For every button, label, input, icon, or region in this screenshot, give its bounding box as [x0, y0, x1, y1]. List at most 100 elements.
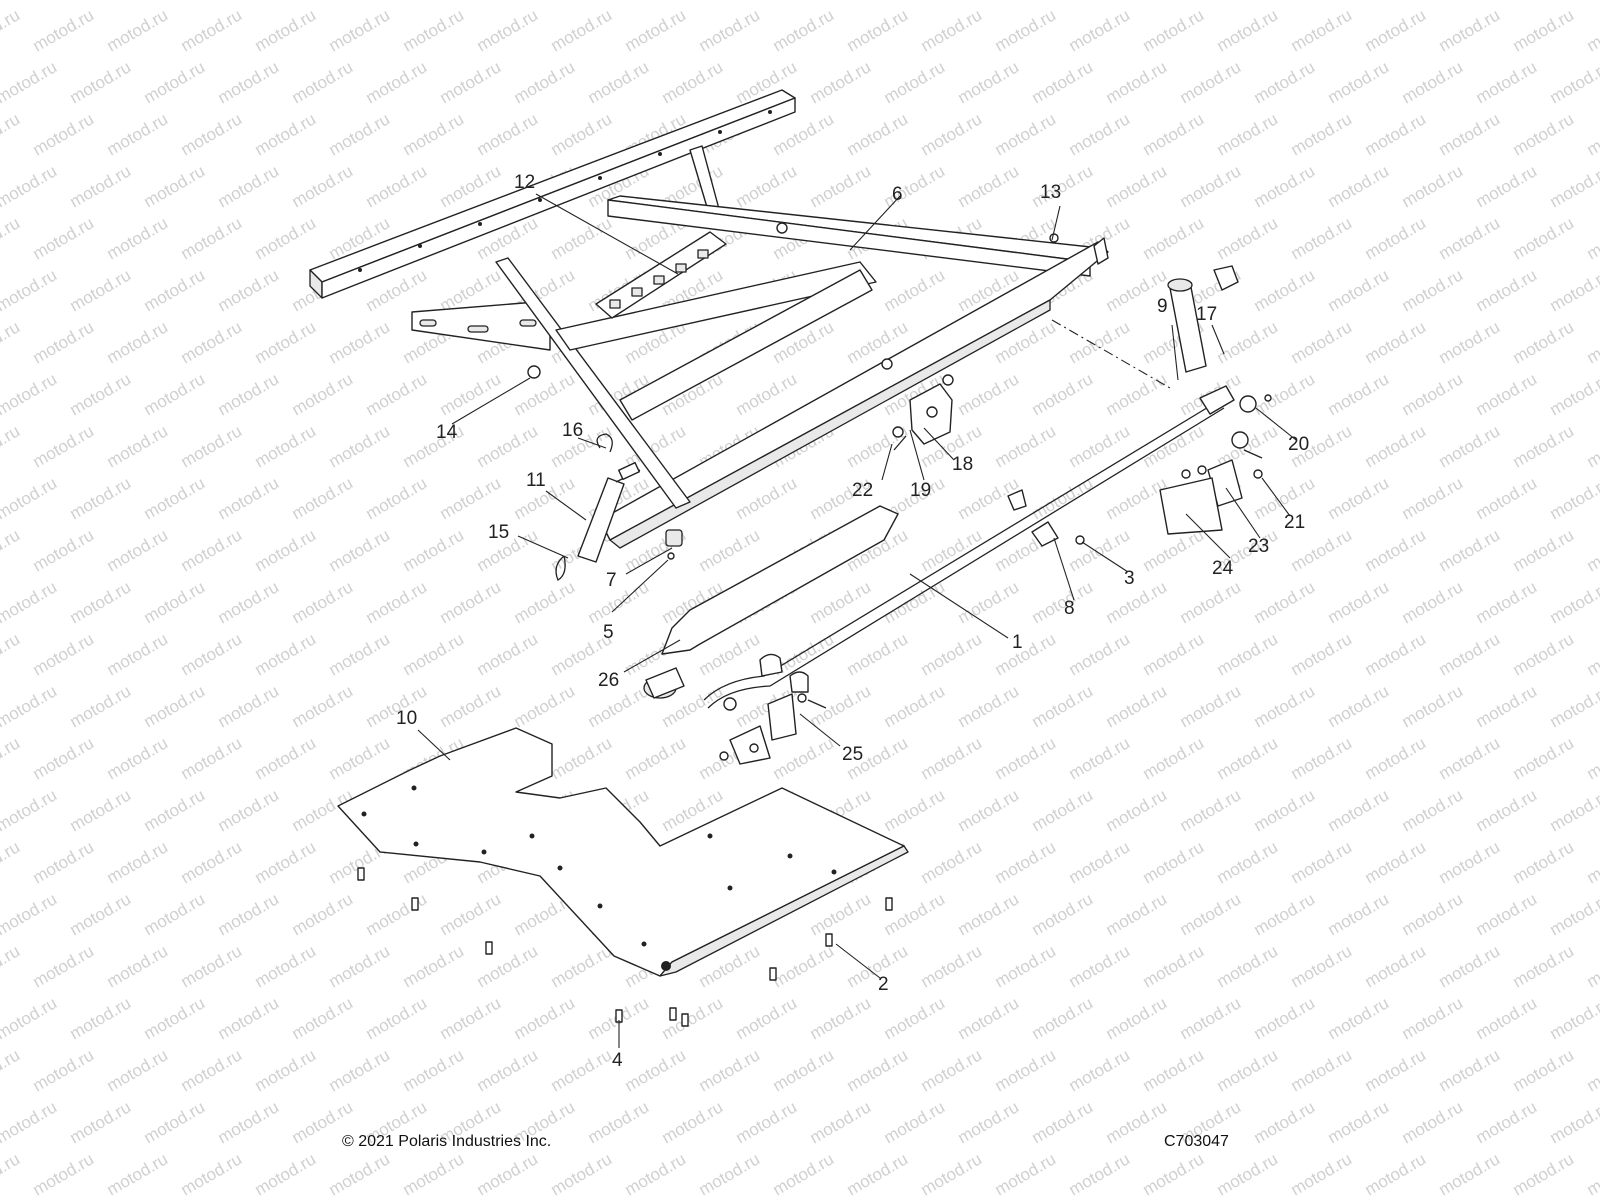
- watermark-text: motod.ru: [141, 993, 209, 1043]
- watermark-text: motod.ru: [1103, 1097, 1171, 1147]
- watermark-text: motod.ru: [104, 837, 172, 887]
- watermark-text: motod.ru: [1362, 1045, 1430, 1095]
- watermark-text: motod.ru: [474, 109, 542, 159]
- watermark-text: motod.ru: [178, 317, 246, 367]
- watermark-text: motod.ru: [1362, 1149, 1430, 1199]
- watermark-text: motod.ru: [1140, 733, 1208, 783]
- watermark-text: motod.ru: [548, 213, 616, 263]
- watermark-text: motod.ru: [400, 629, 468, 679]
- copyright-notice: © 2021 Polaris Industries Inc.: [342, 1133, 552, 1150]
- callout-5: 5: [603, 622, 614, 643]
- callout-1: 1: [1012, 632, 1023, 653]
- watermark-text: motod.ru: [548, 5, 616, 55]
- watermark-text: motod.ru: [326, 629, 394, 679]
- watermark-text: motod.ru: [0, 109, 23, 159]
- watermark-text: motod.ru: [1251, 0, 1319, 3]
- watermark-text: motod.ru: [844, 5, 912, 55]
- watermark-text: motod.ru: [104, 525, 172, 575]
- watermark-text: motod.ru: [1510, 1045, 1578, 1095]
- watermark-text: motod.ru: [1103, 681, 1171, 731]
- watermark-text: motod.ru: [363, 473, 431, 523]
- watermark-text: motod.ru: [1436, 1045, 1504, 1095]
- watermark-text: motod.ru: [141, 889, 209, 939]
- watermark-text: motod.ru: [1399, 265, 1467, 315]
- watermark-text: motod.ru: [770, 5, 838, 55]
- watermark-text: motod.ru: [400, 525, 468, 575]
- watermark-text: motod.ru: [215, 57, 283, 107]
- watermark-text: motod.ru: [30, 629, 98, 679]
- watermark-text: motod.ru: [955, 1097, 1023, 1147]
- callout-20: 20: [1288, 434, 1309, 455]
- watermark-text: motod.ru: [326, 109, 394, 159]
- watermark-text: motod.ru: [955, 0, 1023, 3]
- watermark-text: motod.ru: [1547, 369, 1600, 419]
- watermark-text: motod.ru: [1399, 681, 1467, 731]
- watermark-text: motod.ru: [1029, 681, 1097, 731]
- watermark-text: motod.ru: [289, 161, 357, 211]
- watermark-text: motod.ru: [1584, 629, 1600, 679]
- watermark-text: motod.ru: [733, 369, 801, 419]
- watermark-text: motod.ru: [252, 421, 320, 471]
- watermark-text: motod.ru: [1584, 941, 1600, 991]
- watermark-text: motod.ru: [1436, 1149, 1504, 1199]
- watermark-text: motod.ru: [1140, 109, 1208, 159]
- watermark-text: motod.ru: [1473, 57, 1541, 107]
- watermark-text: motod.ru: [141, 473, 209, 523]
- watermark-text: motod.ru: [1399, 161, 1467, 211]
- watermark-text: motod.ru: [1288, 941, 1356, 991]
- watermark-text: motod.ru: [1066, 733, 1134, 783]
- watermark-text: motod.ru: [1547, 993, 1600, 1043]
- watermark-text: motod.ru: [141, 265, 209, 315]
- watermark-text: motod.ru: [881, 681, 949, 731]
- callout-22: 22: [852, 480, 873, 501]
- watermark-text: motod.ru: [918, 5, 986, 55]
- watermark-text: motod.ru: [67, 577, 135, 627]
- watermark-text: motod.ru: [1325, 0, 1393, 3]
- watermark-text: motod.ru: [0, 1045, 23, 1095]
- watermark-text: motod.ru: [1288, 109, 1356, 159]
- watermark-text: motod.ru: [1103, 993, 1171, 1043]
- callout-25: 25: [842, 744, 863, 765]
- watermark-text: motod.ru: [1214, 1045, 1282, 1095]
- watermark-text: motod.ru: [844, 1045, 912, 1095]
- watermark-text: motod.ru: [178, 213, 246, 263]
- watermark-text: motod.ru: [141, 369, 209, 419]
- watermark-text: motod.ru: [252, 733, 320, 783]
- watermark-text: motod.ru: [0, 0, 60, 3]
- watermark-text: motod.ru: [67, 993, 135, 1043]
- watermark-text: motod.ru: [918, 837, 986, 887]
- watermark-text: motod.ru: [1140, 1149, 1208, 1199]
- watermark-text: motod.ru: [1214, 317, 1282, 367]
- watermark-text: motod.ru: [437, 473, 505, 523]
- watermark-text: motod.ru: [474, 5, 542, 55]
- watermark-text: motod.ru: [955, 993, 1023, 1043]
- watermark-text: motod.ru: [585, 0, 653, 3]
- watermark-text: motod.ru: [437, 577, 505, 627]
- lower-hinge-bracket: [719, 693, 827, 765]
- watermark-text: motod.ru: [696, 525, 764, 575]
- callout-6: 6: [892, 184, 903, 205]
- watermark-text: motod.ru: [289, 889, 357, 939]
- watermark-text: motod.ru: [289, 993, 357, 1043]
- watermark-text: motod.ru: [1214, 1149, 1282, 1199]
- watermark-text: motod.ru: [1029, 993, 1097, 1043]
- watermark-text: motod.ru: [1584, 317, 1600, 367]
- watermark-text: motod.ru: [1473, 785, 1541, 835]
- watermark-text: motod.ru: [1547, 57, 1600, 107]
- watermark-text: motod.ru: [1510, 525, 1578, 575]
- callout-14: 14: [436, 422, 458, 443]
- watermark-text: motod.ru: [0, 213, 23, 263]
- watermark-text: motod.ru: [30, 5, 98, 55]
- watermark-text: motod.ru: [1473, 889, 1541, 939]
- watermark-text: motod.ru: [0, 837, 23, 887]
- watermark-text: motod.ru: [1473, 369, 1541, 419]
- watermark-text: motod.ru: [548, 1045, 616, 1095]
- watermark-text: motod.ru: [252, 941, 320, 991]
- watermark-text: motod.ru: [992, 421, 1060, 471]
- watermark-text: motod.ru: [992, 5, 1060, 55]
- watermark-text: motod.ru: [659, 57, 727, 107]
- watermark-text: motod.ru: [696, 5, 764, 55]
- watermark-text: motod.ru: [1547, 681, 1600, 731]
- watermark-text: motod.ru: [548, 1149, 616, 1199]
- watermark-text: motod.ru: [1473, 681, 1541, 731]
